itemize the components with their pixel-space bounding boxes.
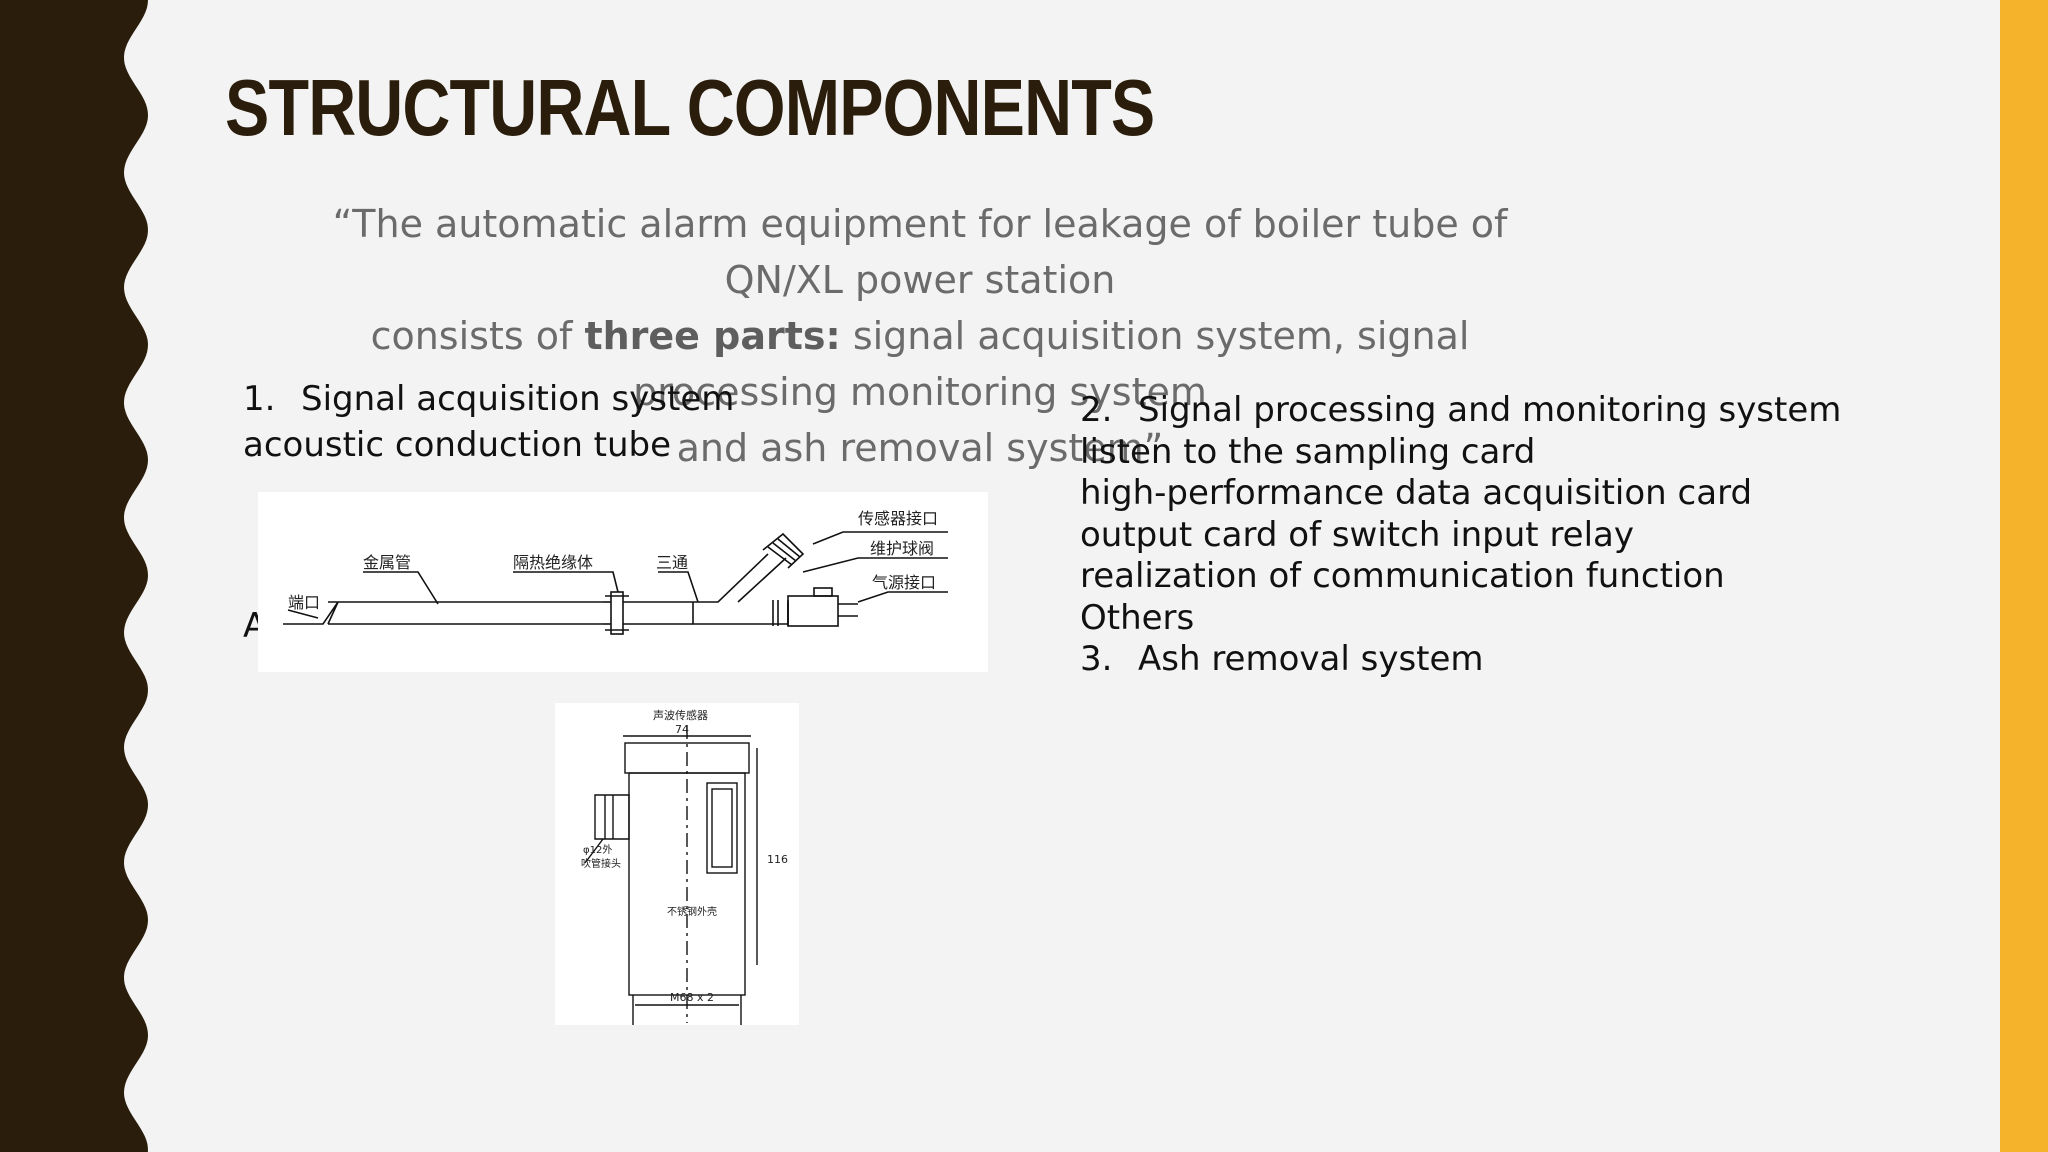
section-2-number: 2.: [1080, 390, 1113, 430]
label-insulator: 隔热绝缘体: [513, 553, 593, 572]
section-2-heading: 2. Signal processing and monitoring syste…: [1080, 390, 1841, 432]
section-3-title: Ash removal system: [1138, 639, 1484, 679]
label-air-port: 气源接口: [872, 573, 936, 592]
quote-line-2-start: consists of: [370, 314, 585, 358]
label-width-dim: 74: [675, 723, 689, 736]
section-signal-acquisition: 1. Signal acquisition system acoustic con…: [243, 376, 734, 468]
accent-right-band: [2000, 0, 2048, 1152]
section-2-item: realization of communication function: [1080, 556, 1725, 596]
label-sensor-port: 传感器接口: [858, 509, 938, 528]
quote-emphasis: three parts:: [584, 314, 841, 358]
section-1-item: acoustic conduction tube: [243, 425, 672, 465]
label-sensor-top: 声波传感器: [653, 708, 708, 722]
label-side-2: 吹管接头: [581, 857, 621, 870]
quote-line-1: “The automatic alarm equipment for leaka…: [332, 202, 1508, 302]
section-2-item: Others: [1080, 597, 1195, 638]
quote-line-2: consists of three parts: signal acquisit…: [270, 308, 1570, 420]
section-signal-processing: 2. Signal processing and monitoring syste…: [1080, 390, 1841, 681]
section-2-title: Signal processing and monitoring system: [1138, 390, 1842, 430]
section-1-number: 1.: [243, 379, 276, 419]
section-1-heading: 1. Signal acquisition system: [243, 376, 734, 422]
quote-line-2-end: signal acquisition system, signal proces…: [633, 314, 1470, 414]
label-metal-tube: 金属管: [363, 553, 411, 572]
section-2-item: listen to the sampling card: [1080, 431, 1536, 472]
label-ball-valve: 维护球阀: [870, 539, 934, 558]
label-tee: 三通: [656, 553, 688, 572]
quote-block: “The automatic alarm equipment for leaka…: [270, 196, 1570, 476]
section-2-item: high-performance data acquisition card: [1080, 473, 1753, 513]
acoustic-sensor-diagram: 声波传感器 74 116 φ12外 吹管接头 不锈钢外壳 M68 x 2: [555, 703, 799, 1025]
section-2-item: output card of switch input relay: [1080, 514, 1634, 555]
acoustic-tube-diagram: 端口 金属管 隔热绝缘体 三通 传感器接口 维护球阀 气源接口: [258, 492, 988, 672]
slide-title: STRUCTURAL COMPONENTS: [225, 63, 1155, 152]
label-shell: 不锈钢外壳: [667, 905, 717, 918]
label-thread: M68 x 2: [670, 991, 714, 1004]
label-port: 端口: [288, 593, 320, 612]
label-side: φ12外: [583, 844, 612, 856]
section-3-number: 3.: [1080, 639, 1113, 679]
section-1-title: Signal acquisition system: [301, 379, 735, 419]
quote-line-3: and ash removal system”: [676, 426, 1164, 470]
wavy-left-band: [0, 0, 148, 1152]
section-3-heading: 3. Ash removal system: [1080, 639, 1841, 681]
label-height-dim: 116: [767, 853, 788, 866]
